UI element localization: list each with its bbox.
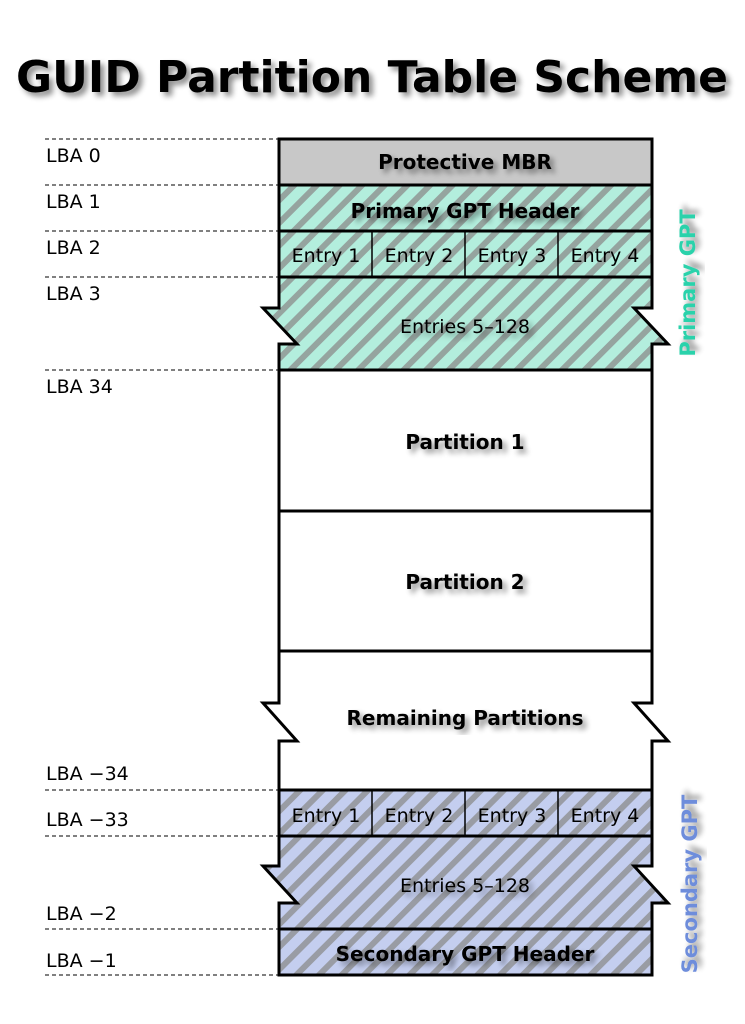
lba-label: LBA −2 [46,903,117,925]
remaining-partitions-label: Remaining Partitions [347,706,584,730]
partitions-region: Partition 1 Partition 2 Remaining Partit… [259,368,672,792]
secondary-more-entries-label: Entries 5–128 [400,875,530,897]
lba-label: LBA 2 [46,237,101,259]
protective-mbr-block [277,137,654,187]
lba-label: LBA −34 [46,763,129,785]
secondary-entry-2: Entry 2 [385,805,454,827]
primary-entry-1: Entry 1 [292,245,361,267]
primary-entry-2: Entry 2 [385,245,454,267]
secondary-gpt-side-label: Secondary GPT [678,794,702,973]
lba-label: LBA −33 [46,809,129,831]
primary-header-label: Primary GPT Header [351,199,580,223]
secondary-entry-4: Entry 4 [571,805,640,827]
primary-gpt-region: Protective MBR Primary GPT Header Entry … [259,137,700,372]
protective-mbr-label: Protective MBR [378,150,552,174]
lba-label: LBA 0 [46,145,101,167]
secondary-gpt-region: Entry 1 Entry 2 Entry 3 Entry 4 Entries … [259,788,702,977]
partition-2-block [277,509,654,653]
primary-entry-4: Entry 4 [571,245,640,267]
secondary-header-label: Secondary GPT Header [336,942,595,966]
partition-1-block [277,368,654,513]
lba-label: LBA 3 [46,283,101,305]
partition-2-label: Partition 2 [405,570,524,594]
primary-more-entries-label: Entries 5–128 [400,316,530,338]
lba-label: LBA −1 [46,950,117,972]
secondary-entry-1: Entry 1 [292,805,361,827]
page-title: GUID Partition Table Scheme [16,52,728,103]
lba-guides [45,138,278,976]
lba-label: LBA 1 [46,191,101,213]
lba-labels: LBA 0 LBA 1 LBA 2 LBA 3 LBA 34 LBA −34 L… [46,145,129,972]
lba-label: LBA 34 [46,376,113,398]
secondary-entry-3: Entry 3 [478,805,547,827]
primary-entry-3: Entry 3 [478,245,547,267]
partition-1-label: Partition 1 [405,430,524,454]
primary-gpt-side-label: Primary GPT [676,209,700,357]
